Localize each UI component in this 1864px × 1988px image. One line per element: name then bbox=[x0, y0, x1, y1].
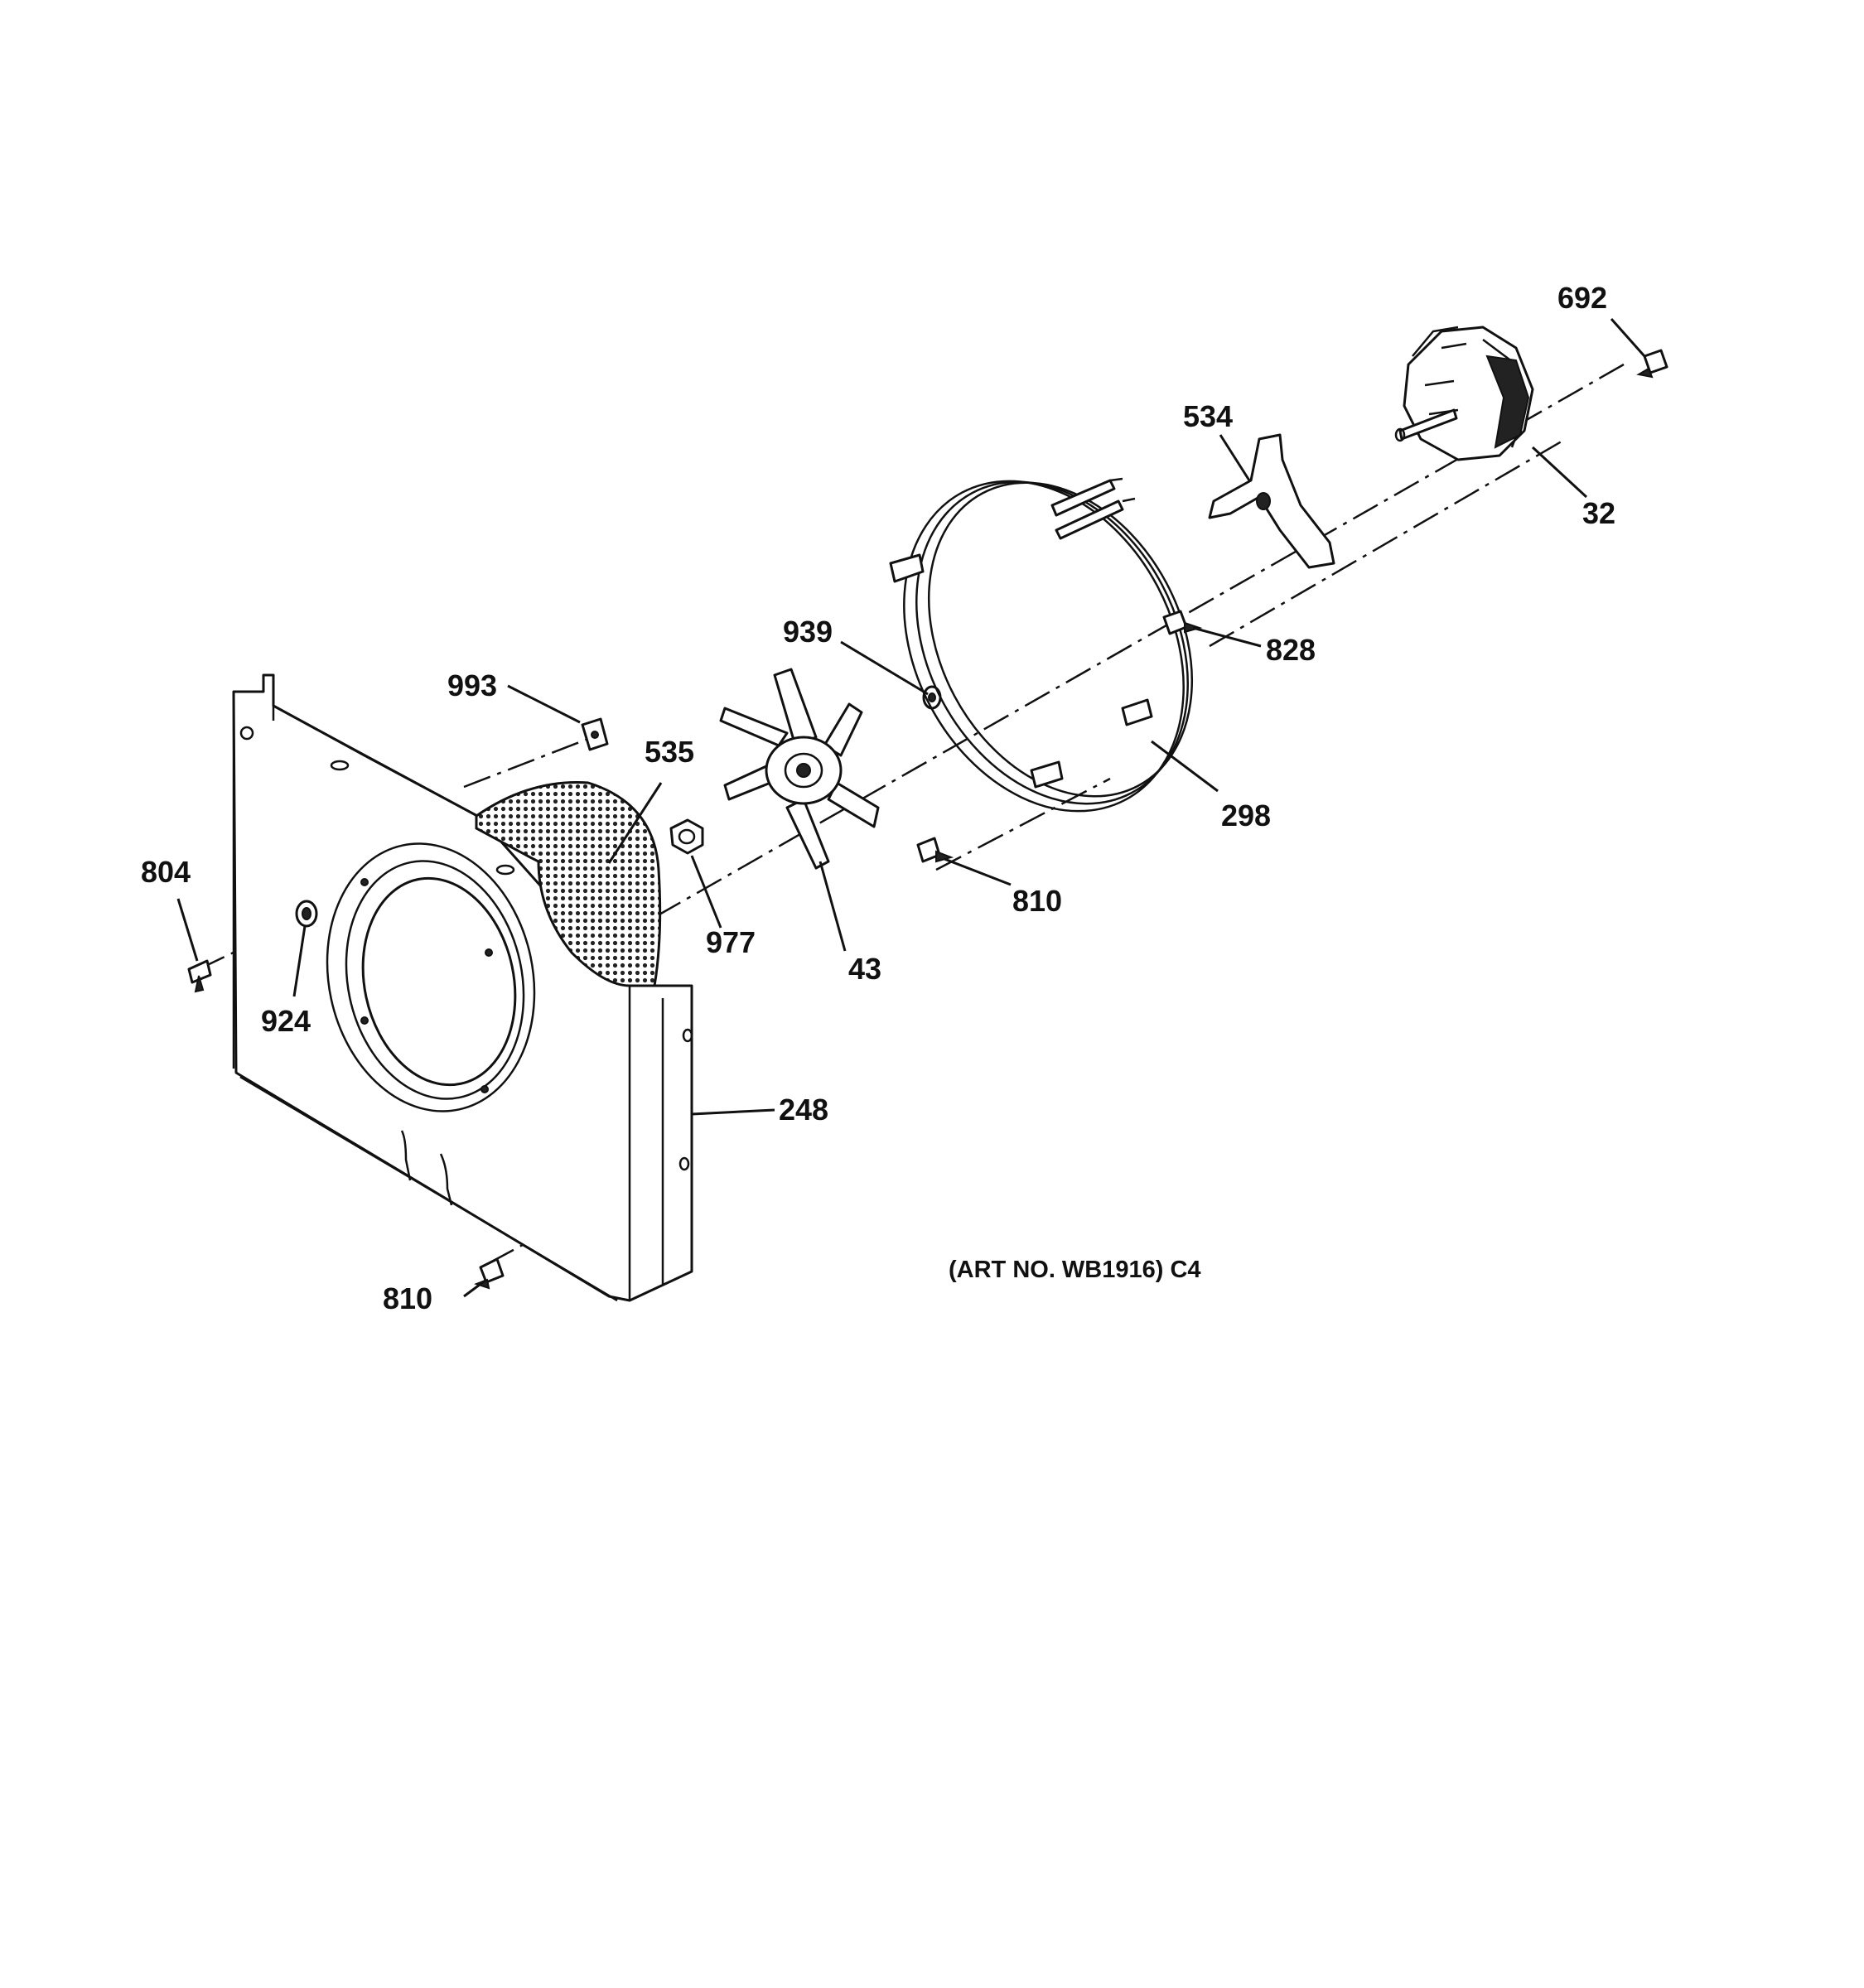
fan-blade-43 bbox=[719, 668, 880, 870]
washer-939 bbox=[922, 685, 942, 710]
art-number: (ART NO. WB1916) C4 bbox=[949, 1257, 1201, 1283]
heating-element-298 bbox=[889, 477, 1194, 813]
label-535: 535 bbox=[645, 735, 694, 769]
perforated-shroud-535 bbox=[475, 781, 662, 987]
bracket-534 bbox=[1208, 433, 1335, 569]
leader-lines bbox=[176, 318, 1646, 1298]
label-248: 248 bbox=[779, 1093, 828, 1127]
label-298: 298 bbox=[1221, 799, 1271, 832]
label-924: 924 bbox=[261, 1004, 311, 1038]
back-panel-248 bbox=[232, 673, 693, 1302]
screw-804 bbox=[187, 959, 212, 993]
label-993: 993 bbox=[447, 668, 497, 702]
clip-993 bbox=[581, 717, 609, 751]
label-43: 43 bbox=[848, 952, 881, 986]
label-804: 804 bbox=[141, 855, 191, 889]
screw-692 bbox=[1636, 349, 1668, 379]
label-692: 692 bbox=[1557, 281, 1607, 315]
fan-motor-32 bbox=[1394, 326, 1534, 461]
screw-828 bbox=[1162, 610, 1203, 635]
label-939: 939 bbox=[783, 615, 833, 649]
nut-977 bbox=[669, 818, 704, 855]
label-32: 32 bbox=[1582, 496, 1615, 530]
screw-810-bottom bbox=[474, 1257, 505, 1290]
label-828: 828 bbox=[1266, 633, 1316, 667]
label-534: 534 bbox=[1183, 399, 1233, 433]
part-labels: 692 534 32 828 939 993 535 298 804 810 9… bbox=[141, 281, 1615, 1315]
grommet-924 bbox=[295, 900, 318, 928]
label-810-mid: 810 bbox=[1012, 884, 1062, 918]
label-977: 977 bbox=[706, 925, 756, 959]
label-810-bottom: 810 bbox=[383, 1281, 432, 1315]
screw-810-mid bbox=[916, 837, 954, 863]
